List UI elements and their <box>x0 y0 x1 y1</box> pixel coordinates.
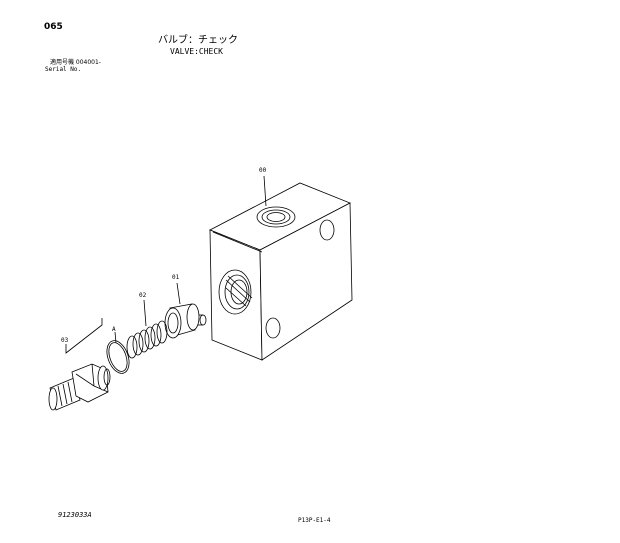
valve-body <box>209 182 353 361</box>
leader-lines <box>65 175 267 354</box>
title-english: VALVE:CHECK <box>170 47 223 56</box>
page-code: P13P-E1-4 <box>298 517 331 524</box>
serial-label-japanese: 適用号機 004001- <box>50 59 101 66</box>
callout-spring: 02 <box>139 292 147 299</box>
serial-label-english: Serial No. <box>45 66 82 73</box>
plug <box>48 363 111 411</box>
spring <box>126 320 168 359</box>
callout-poppet: 01 <box>172 274 180 281</box>
poppet <box>164 303 207 339</box>
callout-body: 00 <box>259 167 267 174</box>
title-japanese: バルブ：チェック <box>158 35 238 46</box>
callout-plug: 03 <box>61 337 69 344</box>
callout-detail-a: A <box>112 326 116 333</box>
page-number: 065 <box>44 22 63 32</box>
drawing-code: 9123033A <box>58 511 92 519</box>
o-ring <box>106 340 130 374</box>
